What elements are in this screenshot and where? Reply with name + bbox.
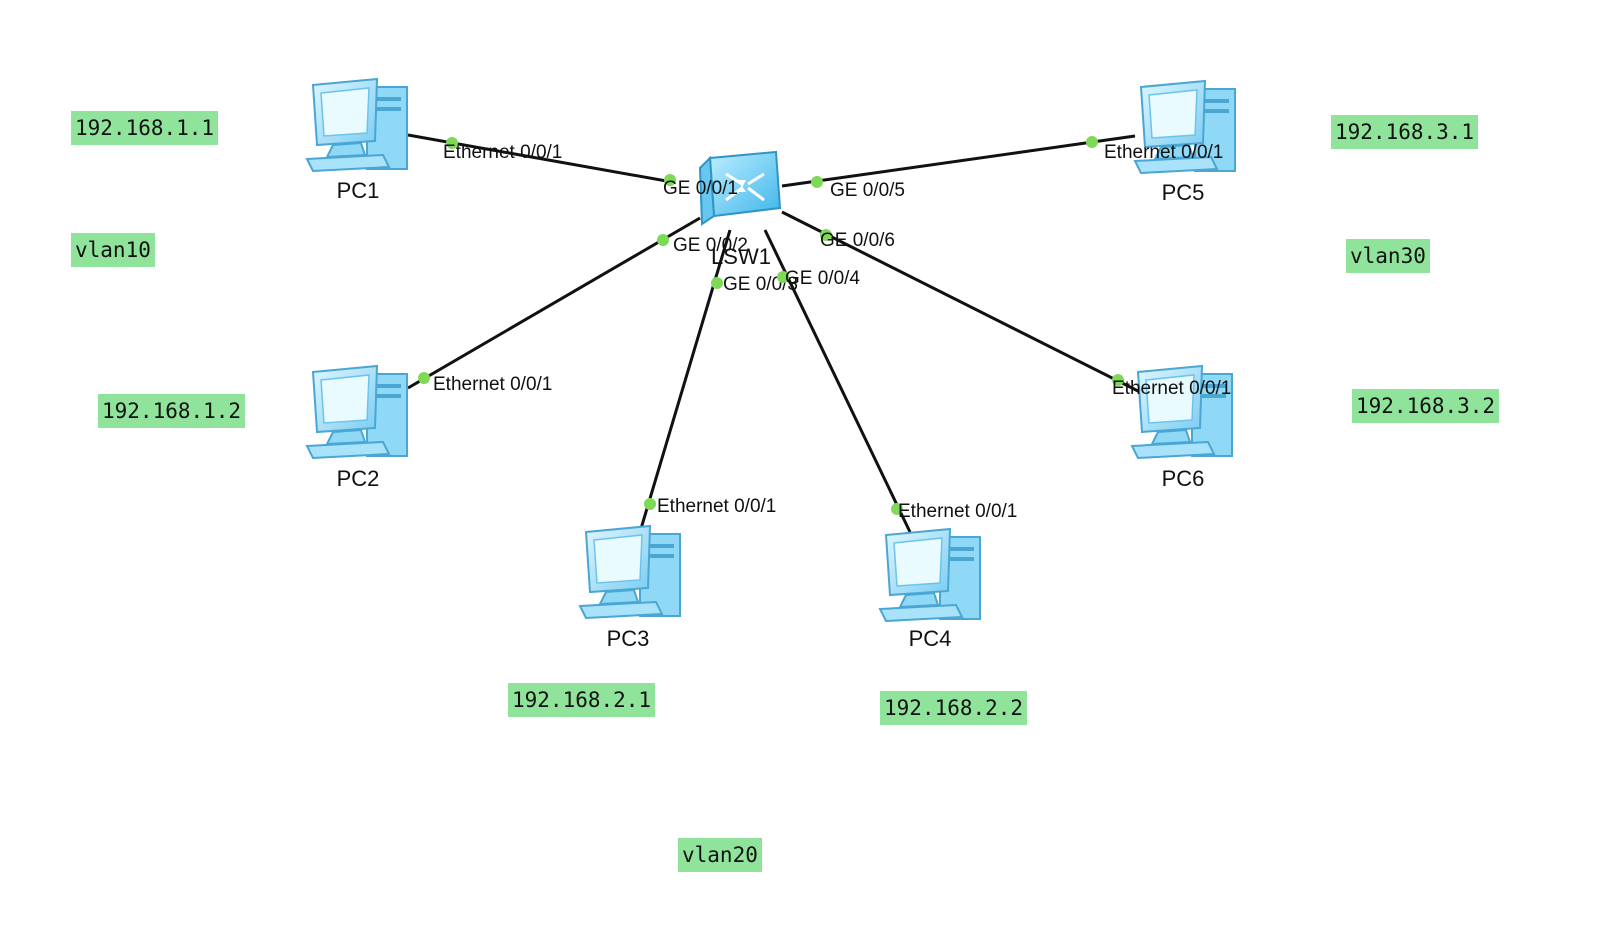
pc-icon[interactable]: [306, 78, 408, 172]
ip-note-pc6: 192.168.3.2: [1352, 389, 1500, 423]
port-dot-switch-pc5: [811, 176, 823, 188]
pc-icon[interactable]: [306, 365, 408, 459]
port-dot-switch-pc1: [664, 174, 676, 186]
device-label-pc4: PC4: [909, 626, 952, 651]
port-dot-pc5: [1086, 136, 1098, 148]
device-label-pc1: PC1: [337, 178, 380, 203]
port-dot-switch-pc4: [777, 271, 789, 283]
ip-note-pc3: 192.168.2.1: [508, 683, 656, 717]
port-dot-switch-pc6: [820, 229, 832, 241]
port-label-pc1: Ethernet 0/0/1: [443, 142, 562, 163]
port-label-pc6: Ethernet 0/0/1: [1112, 378, 1231, 399]
port-label-switch-pc6: GE 0/0/6: [820, 230, 895, 251]
port-label-switch-pc2: GE 0/0/2: [673, 235, 748, 256]
port-dot-switch-pc2: [657, 234, 669, 246]
device-label-pc3: PC3: [607, 626, 650, 651]
port-dot-pc6: [1112, 374, 1124, 386]
port-label-switch-pc1: GE 0/0/1: [663, 178, 738, 199]
device-label-pc2: PC2: [337, 466, 380, 491]
link-line-pc4: [763, 229, 912, 533]
port-label-switch-pc5: GE 0/0/5: [830, 180, 905, 201]
port-label-pc2: Ethernet 0/0/1: [433, 374, 552, 395]
ip-note-pc4: 192.168.2.2: [880, 691, 1028, 725]
port-dot-pc2: [418, 372, 430, 384]
device-label-pc5: PC5: [1162, 180, 1205, 205]
pc-icon[interactable]: [879, 528, 981, 622]
ip-note-pc1: 192.168.1.1: [71, 111, 219, 145]
link-line-pc2: [407, 216, 701, 390]
port-dot-pc3: [644, 498, 656, 510]
port-dot-switch-pc3: [711, 277, 723, 289]
link-line-pc6: [781, 210, 1141, 394]
port-label-switch-pc4: GE 0/0/4: [785, 268, 860, 289]
port-label-pc4: Ethernet 0/0/1: [898, 501, 1017, 522]
link-line-pc3: [638, 229, 732, 533]
ip-note-pc5: 192.168.3.1: [1331, 115, 1479, 149]
port-label-pc3: Ethernet 0/0/1: [657, 496, 776, 517]
device-label-switch: LSW1: [711, 244, 771, 269]
port-dot-pc1: [446, 137, 458, 149]
vlan-note-vlan30: vlan30: [1346, 239, 1430, 273]
vlan-note-vlan10: vlan10: [71, 233, 155, 267]
pc-icon[interactable]: [579, 525, 681, 619]
port-dot-pc4: [891, 503, 903, 515]
ip-note-pc2: 192.168.1.2: [98, 394, 246, 428]
device-label-pc6: PC6: [1162, 466, 1205, 491]
vlan-note-vlan20: vlan20: [678, 838, 762, 872]
link-line-pc5: [781, 134, 1136, 188]
port-label-pc5: Ethernet 0/0/1: [1104, 142, 1223, 163]
